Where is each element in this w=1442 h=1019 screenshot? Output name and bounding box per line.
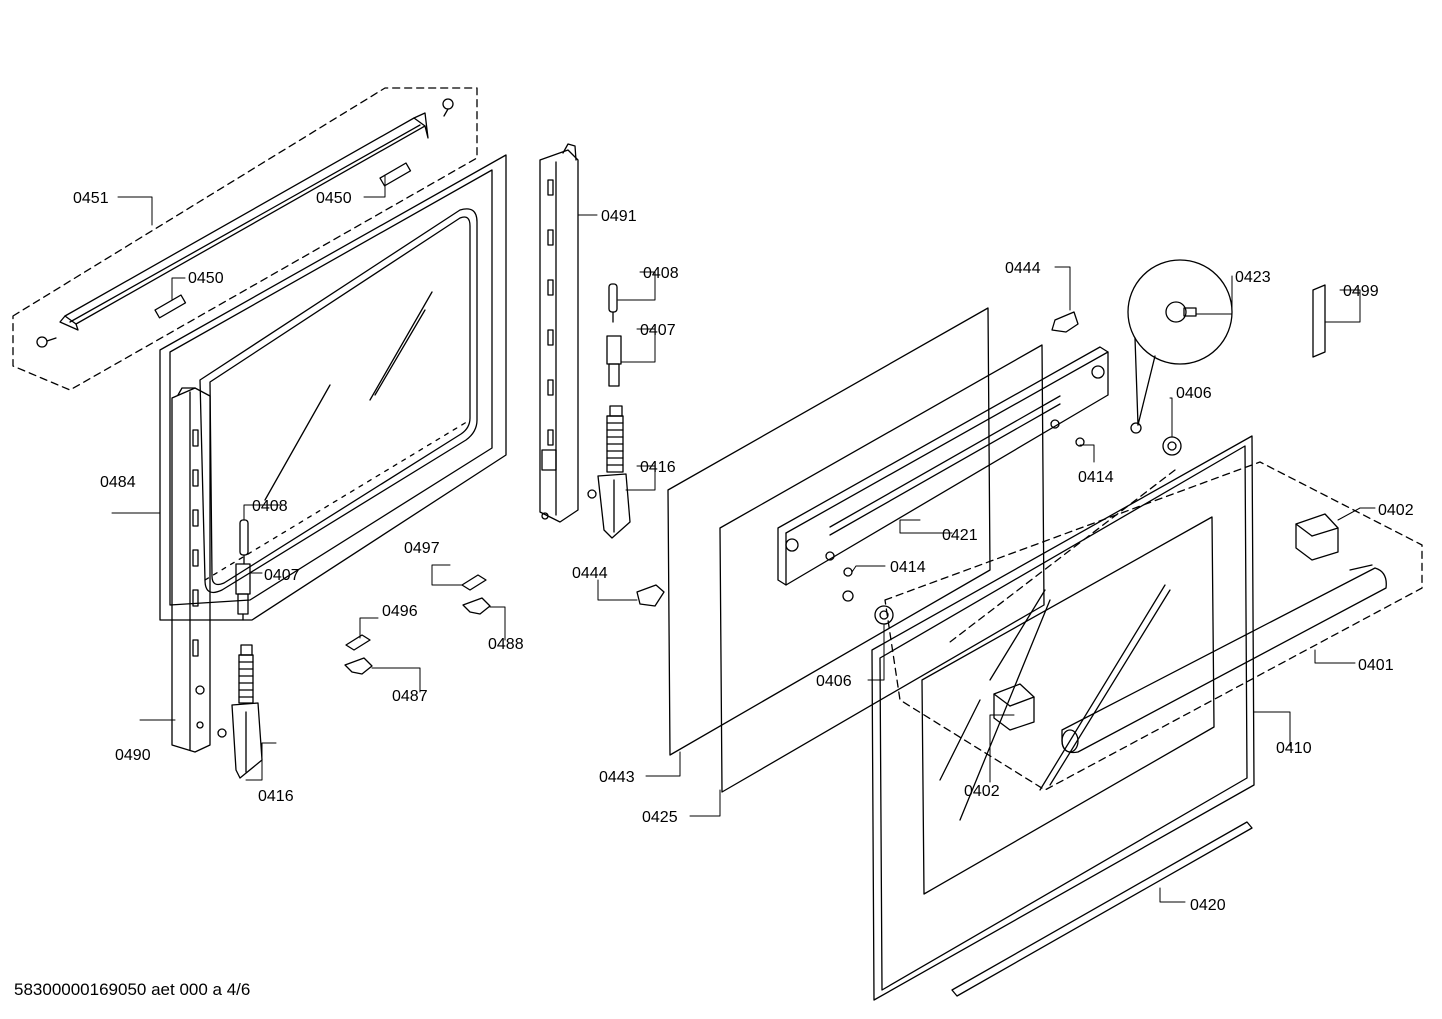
bushing-0406-right <box>1162 436 1182 456</box>
label-0408-right: 0408 <box>643 265 679 282</box>
label-0421: 0421 <box>942 527 978 544</box>
label-0484: 0484 <box>100 474 136 491</box>
glass-pane-0443 <box>667 307 991 756</box>
label-0406-right: 0406 <box>1176 385 1212 402</box>
label-0402-right: 0402 <box>1378 502 1414 519</box>
small-clips <box>344 311 1079 675</box>
label-0407-left: 0407 <box>264 567 300 584</box>
bushing-0406-left <box>874 605 894 625</box>
label-0488: 0488 <box>488 636 524 653</box>
label-0420: 0420 <box>1190 897 1226 914</box>
right-hinge-rail <box>539 143 579 523</box>
label-0406-left: 0406 <box>816 673 852 690</box>
label-0414-right: 0414 <box>1078 469 1114 486</box>
left-hinge-pin-parts <box>235 519 251 621</box>
label-0402-left: 0402 <box>964 783 1000 800</box>
label-0444-right: 0444 <box>1005 260 1041 277</box>
drawing-reference-number: 58300000169050 aet 000 a 4/6 <box>14 980 251 999</box>
inner-door-frame <box>159 154 507 621</box>
part-labels: 0451 0450 0450 0484 0408 0407 0490 0416 … <box>73 190 1414 914</box>
door-bracket-0421 <box>777 346 1109 586</box>
label-0408-left: 0408 <box>252 498 288 515</box>
handle-dashed-frame <box>884 461 1423 791</box>
label-0491: 0491 <box>601 208 637 225</box>
label-0497: 0497 <box>404 540 440 557</box>
label-0443: 0443 <box>599 769 635 786</box>
label-tag-0499 <box>1312 284 1326 358</box>
label-0414-left: 0414 <box>890 559 926 576</box>
right-hinge-pin-parts <box>606 283 622 387</box>
right-spring-hinge <box>587 405 631 539</box>
label-0407-right: 0407 <box>640 322 676 339</box>
left-hinge-rail <box>171 387 211 753</box>
small-screws <box>842 422 1142 602</box>
label-0499: 0499 <box>1343 283 1379 300</box>
glass-pane-0425 <box>719 344 1045 793</box>
top-cover-assembly <box>12 87 478 391</box>
label-0416-left: 0416 <box>258 788 294 805</box>
label-0416-right: 0416 <box>640 459 676 476</box>
label-0425: 0425 <box>642 809 678 826</box>
label-0490: 0490 <box>115 747 151 764</box>
handle-endcap-left <box>993 683 1035 731</box>
label-0450-lower: 0450 <box>188 270 224 287</box>
label-0450-top: 0450 <box>316 190 352 207</box>
label-0487: 0487 <box>392 688 428 705</box>
label-0496: 0496 <box>382 603 418 620</box>
seal-strip-0420 <box>951 821 1253 997</box>
leader-lines <box>111 174 1376 903</box>
handle-endcap-right <box>1295 513 1339 561</box>
label-0444-left: 0444 <box>572 565 608 582</box>
left-spring-hinge <box>217 644 263 779</box>
label-0410: 0410 <box>1276 740 1312 757</box>
label-0423: 0423 <box>1235 269 1271 286</box>
handle-bar-0401 <box>1061 564 1387 754</box>
label-0401: 0401 <box>1358 657 1394 674</box>
label-0451: 0451 <box>73 190 109 207</box>
